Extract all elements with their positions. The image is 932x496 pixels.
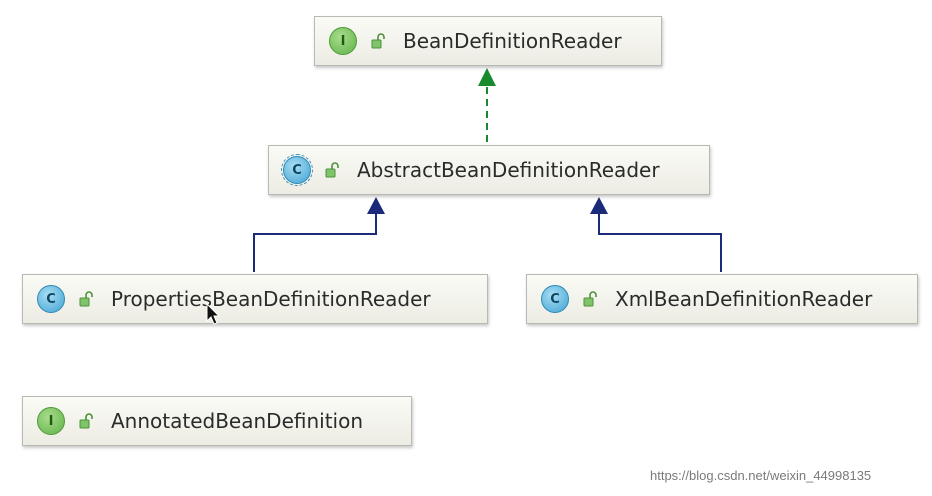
watermark-url: https://blog.csdn.net/weixin_44998135 bbox=[650, 468, 872, 483]
extends-edge-xml bbox=[590, 197, 722, 272]
unlock-icon bbox=[79, 413, 93, 429]
node-label: PropertiesBeanDefinitionReader bbox=[111, 287, 431, 311]
mouse-cursor-icon bbox=[206, 303, 221, 325]
node-annotated-bean-definition[interactable]: I AnnotatedBeanDefinition bbox=[22, 396, 412, 446]
node-label: XmlBeanDefinitionReader bbox=[615, 287, 873, 311]
abstract-class-icon: C bbox=[281, 154, 313, 186]
unlock-icon bbox=[325, 162, 339, 178]
node-label: BeanDefinitionReader bbox=[403, 29, 622, 53]
node-xml-bean-definition-reader[interactable]: C XmlBeanDefinitionReader bbox=[526, 274, 918, 324]
unlock-icon bbox=[371, 33, 385, 49]
node-bean-definition-reader[interactable]: I BeanDefinitionReader bbox=[314, 16, 662, 66]
node-label: AnnotatedBeanDefinition bbox=[111, 409, 364, 433]
node-label: AbstractBeanDefinitionReader bbox=[357, 158, 660, 182]
class-icon: C bbox=[541, 285, 569, 313]
node-properties-bean-definition-reader[interactable]: C PropertiesBeanDefinitionReader bbox=[22, 274, 488, 324]
extends-edge-properties bbox=[253, 197, 385, 272]
unlock-icon bbox=[583, 291, 597, 307]
interface-icon: I bbox=[329, 27, 357, 55]
implements-edge bbox=[478, 68, 496, 142]
unlock-icon bbox=[79, 291, 93, 307]
interface-icon: I bbox=[37, 407, 65, 435]
node-abstract-bean-definition-reader[interactable]: C AbstractBeanDefinitionReader bbox=[268, 145, 710, 195]
class-icon: C bbox=[37, 285, 65, 313]
